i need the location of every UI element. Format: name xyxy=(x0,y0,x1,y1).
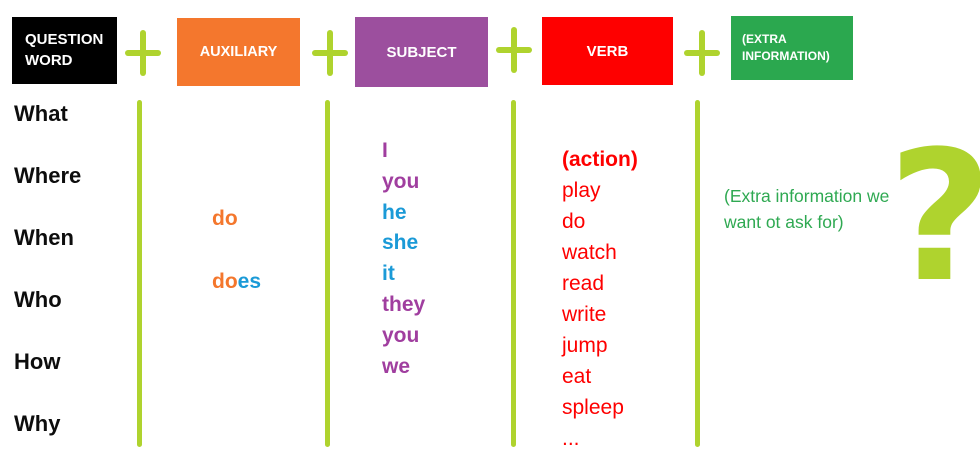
auxiliary-does: does xyxy=(212,270,261,294)
column-divider xyxy=(511,100,516,447)
question-mark-symbol: ? xyxy=(888,128,980,308)
header-label-auxiliary: AUXILIARY xyxy=(199,44,278,60)
verb-item: play xyxy=(562,179,601,202)
verb-item: read xyxy=(562,272,605,295)
question-word: Why xyxy=(14,411,61,436)
verb-item: do xyxy=(562,210,586,233)
auxiliary-do: do xyxy=(212,207,238,230)
verb-item: watch xyxy=(562,241,617,264)
plus-horizontal-bar xyxy=(125,50,161,56)
extra-information-note: (Extra information we want ot ask for) xyxy=(724,186,890,232)
auxiliary-does-ending: es xyxy=(237,270,262,293)
subject-pronoun: it xyxy=(382,262,395,286)
subject-pronoun: we xyxy=(382,354,411,378)
plus-icon xyxy=(684,30,720,76)
column-divider xyxy=(695,100,700,447)
question-word: What xyxy=(14,101,68,126)
header-box-subject: SUBJECT xyxy=(355,17,488,87)
verb-item: spleep xyxy=(562,396,624,419)
column-divider xyxy=(137,100,142,447)
header-box-auxiliary: AUXILIARY xyxy=(177,18,300,86)
plus-icon xyxy=(312,30,348,76)
verb-item: jump xyxy=(562,334,608,357)
question-word: How xyxy=(14,349,61,374)
subject-pronoun: he xyxy=(382,200,407,224)
subject-pronoun: they xyxy=(382,292,426,316)
subject-pronoun: you xyxy=(382,323,420,347)
subject-pronoun: I xyxy=(382,139,388,162)
plus-icon xyxy=(125,30,161,76)
auxiliary-does-stem: do xyxy=(212,270,238,293)
subject-pronoun: you xyxy=(382,169,420,193)
header-box-verb: VERB xyxy=(542,17,673,85)
question-word: When xyxy=(14,225,74,250)
verb-item-ellipsis: ... xyxy=(562,427,580,450)
header-box-extra-information: (EXTRA INFORMATION) xyxy=(731,16,853,80)
plus-icon xyxy=(496,27,532,73)
verb-item: write xyxy=(562,303,607,326)
question-word: Where xyxy=(14,163,82,188)
header-label-extra-information: (EXTRA INFORMATION) xyxy=(742,32,830,63)
plus-horizontal-bar xyxy=(312,50,348,56)
header-label-verb: VERB xyxy=(586,42,629,60)
plus-horizontal-bar xyxy=(684,50,720,56)
header-label-subject: SUBJECT xyxy=(386,43,457,61)
question-word: Who xyxy=(14,287,62,312)
header-label-question-word: QUESTION WORD xyxy=(25,31,104,69)
plus-horizontal-bar xyxy=(496,47,532,53)
verb-heading-action: (action) xyxy=(562,148,638,171)
verbs-column: (action) play do watch read write jump e… xyxy=(562,144,638,454)
verb-item: eat xyxy=(562,365,592,388)
subjects-column: I you he she it they you we xyxy=(382,136,425,382)
subject-pronoun: she xyxy=(382,231,419,255)
column-divider xyxy=(325,100,330,447)
question-words-column: What Where When Who How Why xyxy=(14,100,81,438)
header-box-question-word: QUESTION WORD xyxy=(12,17,117,84)
